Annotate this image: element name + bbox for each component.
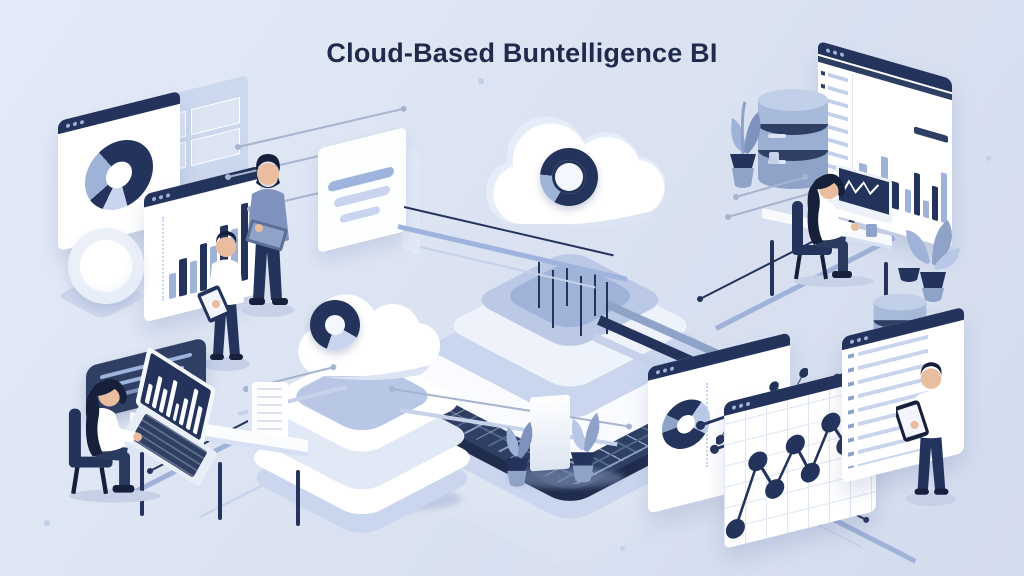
potted-plant	[570, 412, 600, 483]
figure-shadow	[906, 491, 956, 507]
coffee-mug	[866, 224, 877, 237]
chair-back	[68, 408, 81, 468]
data-stream-line	[566, 264, 568, 306]
arm	[821, 213, 854, 232]
gadget-body	[769, 152, 779, 164]
axis-ticks	[706, 382, 708, 468]
sparkle-dot	[620, 546, 625, 551]
chair-seat	[68, 456, 113, 468]
desk-leg	[884, 262, 888, 314]
window-titlebar	[58, 90, 180, 135]
head	[216, 237, 236, 257]
chair-back	[792, 201, 803, 255]
tablet	[896, 400, 929, 442]
legs	[917, 435, 946, 491]
desk-gadget	[766, 152, 782, 171]
server-slat	[340, 205, 380, 224]
sparkle-dot	[478, 78, 484, 84]
hair	[90, 378, 127, 405]
seated-woman-right	[792, 173, 874, 287]
desk-leg	[770, 240, 774, 296]
dashboard-tag-strip	[914, 126, 948, 144]
donut-chart	[85, 132, 153, 218]
data-stream-line	[538, 262, 540, 308]
figure-shadow	[202, 357, 250, 371]
seated-woman-left	[68, 378, 161, 503]
server-box	[318, 127, 406, 253]
legs	[253, 240, 282, 300]
page-title: Cloud-Based Buntelligence BI	[326, 38, 718, 68]
sphere-ball	[68, 228, 144, 304]
data-stream-line	[580, 276, 582, 336]
potted-plant	[505, 421, 533, 487]
desk-leg	[296, 470, 300, 526]
data-stream-line	[594, 270, 596, 316]
chair-seat	[792, 245, 832, 255]
desk-leg	[218, 462, 222, 520]
left-cloud-donut-icon	[310, 300, 360, 350]
data-stream-line	[552, 270, 554, 328]
hair	[215, 231, 237, 246]
standing-man-clipboard	[197, 231, 250, 371]
potted-plant-pair	[898, 220, 960, 302]
head	[920, 368, 942, 389]
potted-plant	[730, 101, 761, 188]
arm	[100, 421, 137, 443]
data-stream-line	[606, 282, 608, 334]
chair-legs	[71, 465, 109, 495]
figure-shadow	[242, 303, 294, 317]
standing-man-tablet	[896, 362, 956, 507]
gadget-base	[766, 165, 782, 171]
head	[257, 163, 279, 185]
cloud-emblem-inner	[552, 160, 586, 194]
sparkle-dot	[986, 156, 991, 161]
beard	[256, 177, 280, 188]
hair	[812, 173, 845, 197]
figure-shadow	[794, 275, 874, 287]
laptop-right-chart	[840, 179, 880, 196]
sparkle-dot	[44, 520, 50, 526]
figure-shadow	[68, 489, 161, 503]
pedestal-shadow	[506, 468, 624, 488]
database-stack-icon	[758, 89, 828, 189]
hair	[920, 362, 942, 378]
desk-leg	[140, 452, 144, 516]
standing-man-laptop	[242, 154, 294, 317]
document-stack	[252, 382, 288, 438]
hair	[256, 154, 280, 173]
laptop-right-screen	[836, 163, 892, 225]
chair-legs	[794, 252, 828, 280]
